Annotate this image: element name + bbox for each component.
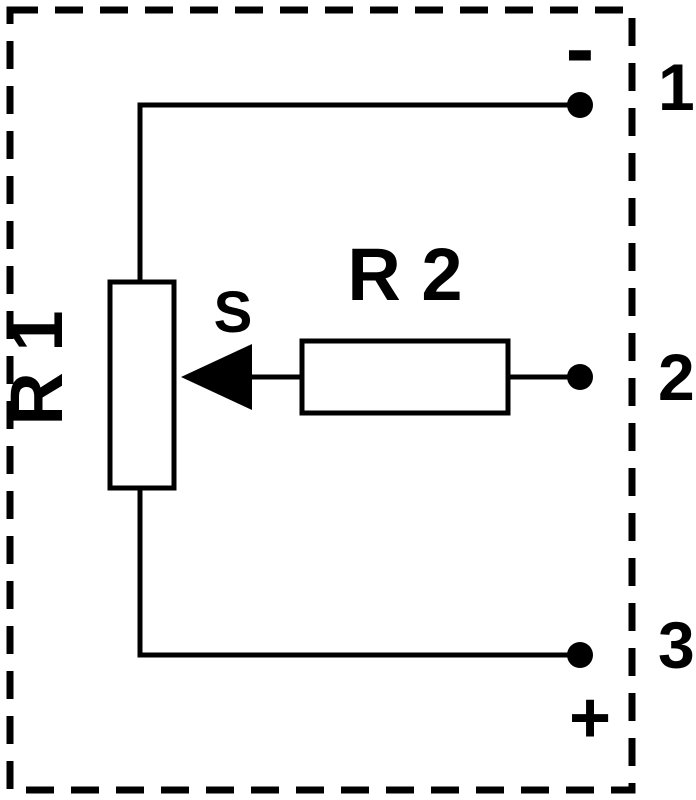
- wiper-s-label: S: [214, 280, 253, 345]
- wire-terminal1-to-r1: [137, 102, 580, 282]
- r2-resistor-body: [299, 338, 511, 416]
- dashed-enclosure-border: [6, 6, 636, 794]
- terminal-3-dot: [567, 642, 593, 668]
- r1-label: R 1: [0, 310, 78, 425]
- wire-r1-to-terminal3: [137, 488, 580, 658]
- terminal-1-dot: [567, 92, 593, 118]
- polarity-minus-label: -: [566, 1, 595, 97]
- terminal-3-number: 3: [658, 608, 695, 682]
- r2-label: R 2: [347, 233, 462, 316]
- terminal-2-number: 2: [658, 340, 695, 414]
- terminal-2-dot: [567, 364, 593, 390]
- r1-resistor-body: [107, 279, 177, 491]
- wiper-arrow-icon: [181, 344, 252, 410]
- polarity-plus-label: +: [569, 678, 611, 758]
- terminal-1-number: 1: [658, 50, 695, 124]
